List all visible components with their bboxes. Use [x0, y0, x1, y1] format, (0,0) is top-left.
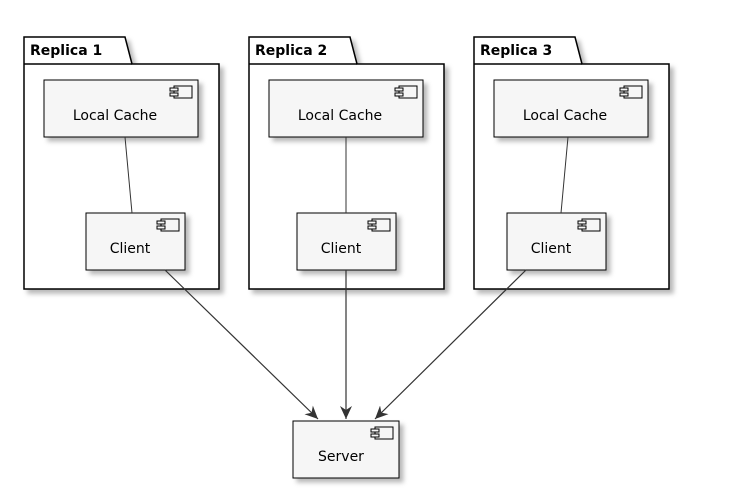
component-icon	[156, 218, 180, 232]
component-icon	[577, 218, 601, 232]
component-label: Client	[531, 241, 572, 257]
component-client[interactable]: Client	[506, 212, 607, 271]
component-local-cache[interactable]: Local Cache	[268, 79, 424, 138]
arrow-client1-server	[164, 269, 319, 420]
arrow-client3-server	[374, 269, 527, 420]
component-client[interactable]: Client	[85, 212, 186, 271]
package-title: Replica 3	[480, 43, 552, 59]
component-label: Client	[110, 241, 151, 257]
component-icon	[619, 85, 643, 99]
component-icon	[370, 426, 394, 440]
component-icon	[394, 85, 418, 99]
component-label: Local Cache	[523, 108, 607, 124]
component-local-cache[interactable]: Local Cache	[43, 79, 199, 138]
component-icon	[169, 85, 193, 99]
component-server[interactable]: Server	[292, 420, 400, 479]
package-title: Replica 2	[255, 43, 327, 59]
package-replica-3[interactable]: Replica 3 Local Cache Client	[473, 36, 670, 290]
component-label: Client	[321, 241, 362, 257]
edge-cache-client-1	[124, 136, 133, 214]
package-title: Replica 1	[30, 43, 102, 59]
component-icon	[367, 218, 391, 232]
component-label: Local Cache	[298, 108, 382, 124]
component-label: Local Cache	[73, 108, 157, 124]
edge-cache-client-3	[560, 136, 569, 214]
component-label: Server	[318, 449, 364, 465]
component-local-cache[interactable]: Local Cache	[493, 79, 649, 138]
component-client[interactable]: Client	[296, 212, 397, 271]
package-replica-1[interactable]: Replica 1 Local Cache Client	[23, 36, 220, 290]
